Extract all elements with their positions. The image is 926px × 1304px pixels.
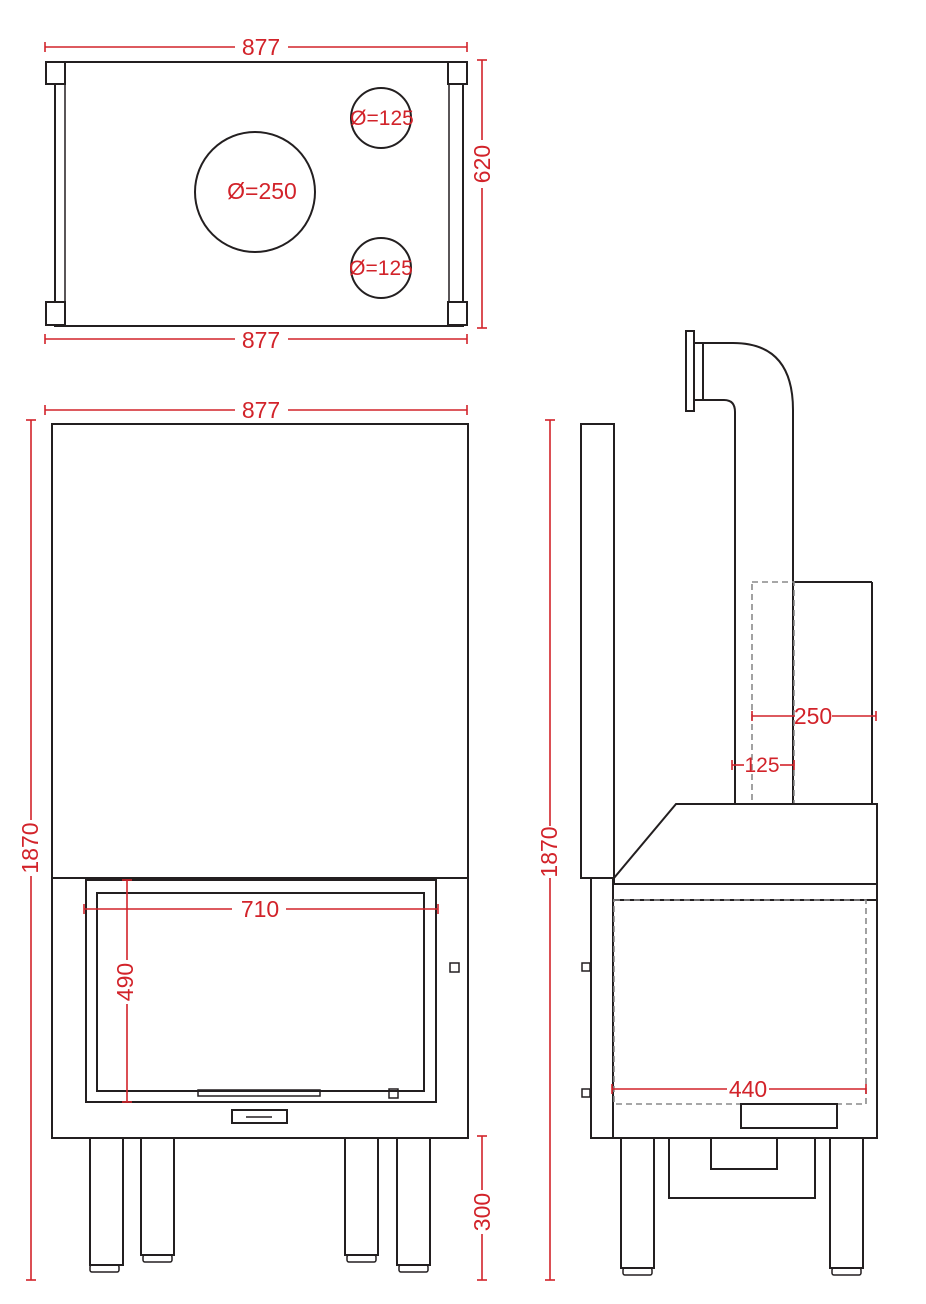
side-foot-back xyxy=(831,1267,862,1276)
flue-hole-large xyxy=(194,131,316,253)
side-view xyxy=(580,330,878,1276)
side-depth-label: 440 xyxy=(729,1076,767,1102)
front-foot-2 xyxy=(142,1254,173,1263)
top-view: Ø=250 Ø=125 Ø=125 xyxy=(45,61,468,327)
side-under-inner xyxy=(710,1137,778,1170)
side-flue-pipe-outer xyxy=(703,342,794,804)
front-height-label: 1870 xyxy=(17,822,43,873)
front-door-outer xyxy=(85,879,437,1103)
hole-small-lower-label: Ø=125 xyxy=(349,257,413,280)
leg-height-label: 300 xyxy=(469,1193,495,1231)
side-knob-upper xyxy=(581,962,591,972)
top-width-bottom-label: 877 xyxy=(242,327,280,353)
side-hood xyxy=(613,803,878,885)
front-leg-1 xyxy=(89,1137,124,1266)
front-foot-1 xyxy=(89,1264,120,1273)
front-side-knob xyxy=(449,962,460,973)
top-view-post-br xyxy=(447,301,468,326)
front-control-drawer xyxy=(231,1109,288,1124)
flue-hole-small-upper xyxy=(350,87,412,149)
hole-large-label: Ø=250 xyxy=(227,178,297,204)
front-width-label: 877 xyxy=(242,397,280,423)
front-body-outline xyxy=(51,423,469,1139)
side-view-dimensions: 1870 250 125 440 xyxy=(536,419,877,1281)
front-foot-3 xyxy=(346,1254,377,1263)
side-leg-front xyxy=(620,1137,655,1269)
side-foot-front xyxy=(622,1267,653,1276)
top-width-top-label: 877 xyxy=(242,34,280,60)
side-pipe-large-label: 250 xyxy=(794,703,832,729)
front-leg-3 xyxy=(344,1137,379,1256)
front-view xyxy=(51,423,469,1273)
side-flue-pipe-inner xyxy=(703,399,736,804)
front-door-latch xyxy=(388,1088,399,1099)
top-view-post-tr xyxy=(447,61,468,85)
top-view-post-bl xyxy=(45,301,66,326)
hole-small-upper-label: Ø=125 xyxy=(350,107,414,130)
front-door-glass xyxy=(96,892,425,1092)
side-flue-wall-plate xyxy=(685,330,695,412)
door-width-label: 710 xyxy=(241,896,279,922)
side-height-label: 1870 xyxy=(536,826,562,877)
top-depth-label: 620 xyxy=(469,145,495,183)
front-door-air-slot xyxy=(197,1089,321,1097)
front-foot-4 xyxy=(398,1264,429,1273)
door-height-label: 490 xyxy=(112,963,138,1001)
side-flue-collar xyxy=(693,342,704,401)
side-hidden-firebox xyxy=(613,899,867,1105)
front-view-dimensions: 877 1870 710 490 300 xyxy=(17,397,495,1281)
flue-hole-small-lower xyxy=(350,237,412,299)
top-view-post-tl xyxy=(45,61,66,85)
front-leg-4 xyxy=(396,1137,431,1266)
side-back-panel xyxy=(580,423,615,879)
side-front-column xyxy=(590,877,614,1139)
front-leg-2 xyxy=(140,1137,175,1256)
side-pipe-small-label: 125 xyxy=(744,754,779,777)
side-leg-back xyxy=(829,1137,864,1269)
side-ash-drawer xyxy=(740,1103,838,1129)
top-view-dimensions: 877 877 620 xyxy=(44,34,495,353)
top-view-outline xyxy=(54,61,464,327)
side-knob-lower xyxy=(581,1088,591,1098)
